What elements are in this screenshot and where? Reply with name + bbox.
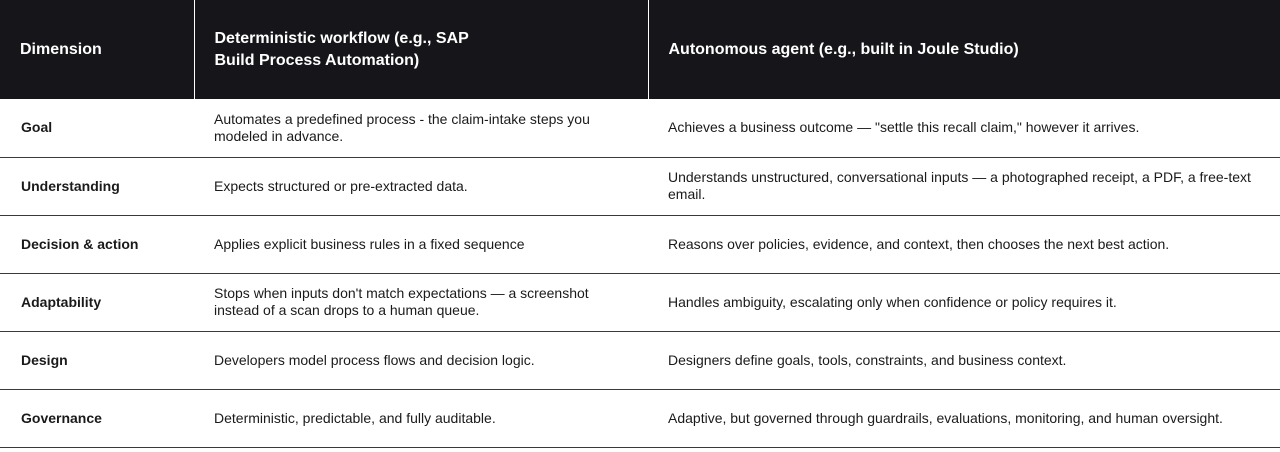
header-autonomous-agent: Autonomous agent (e.g., built in Joule S…: [647, 0, 1280, 99]
table-row: Adaptability Stops when inputs don't mat…: [0, 273, 1280, 331]
dimension-cell: Decision & action: [21, 235, 139, 252]
agent-cell: Handles ambiguity, escalating only when …: [668, 293, 1117, 310]
dimension-cell: Governance: [21, 409, 102, 426]
agent-cell: Reasons over policies, evidence, and con…: [668, 235, 1170, 252]
header-row: Dimension Deterministic workflow (e.g., …: [0, 0, 1280, 99]
table-row: Design Developers model process flows an…: [0, 331, 1280, 389]
workflow-cell: Stops when inputs don't match expectatio…: [214, 285, 589, 318]
dimension-cell: Adaptability: [21, 293, 102, 310]
agent-cell: Adaptive, but governed through guardrail…: [668, 409, 1223, 426]
workflow-cell: Developers model process flows and decis…: [214, 351, 535, 368]
workflow-cell: Applies explicit business rules in a fix…: [214, 235, 525, 252]
agent-cell: Understands unstructured, conversational…: [668, 169, 1251, 202]
dimension-cell: Understanding: [21, 177, 120, 194]
table-row: Understanding Expects structured or pre-…: [0, 157, 1280, 215]
workflow-cell: Expects structured or pre-extracted data…: [214, 177, 468, 194]
workflow-cell: Automates a predefined process - the cla…: [214, 110, 590, 144]
dimension-cell: Goal: [21, 119, 53, 136]
header-deterministic-workflow: Deterministic workflow (e.g., SAP Build …: [193, 0, 648, 99]
dimension-cell: Design: [21, 351, 68, 368]
agent-cell: Achieves a business outcome — "settle th…: [668, 119, 1140, 136]
table-row: Goal Automates a predefined process - th…: [0, 99, 1280, 157]
header-dimension: Dimension: [20, 40, 102, 58]
table-row: Governance Deterministic, predictable, a…: [0, 389, 1280, 447]
workflow-cell: Deterministic, predictable, and fully au…: [214, 409, 496, 426]
agent-cell: Designers define goals, tools, constrain…: [668, 351, 1067, 368]
table-row: Decision & action Applies explicit busin…: [0, 215, 1280, 273]
